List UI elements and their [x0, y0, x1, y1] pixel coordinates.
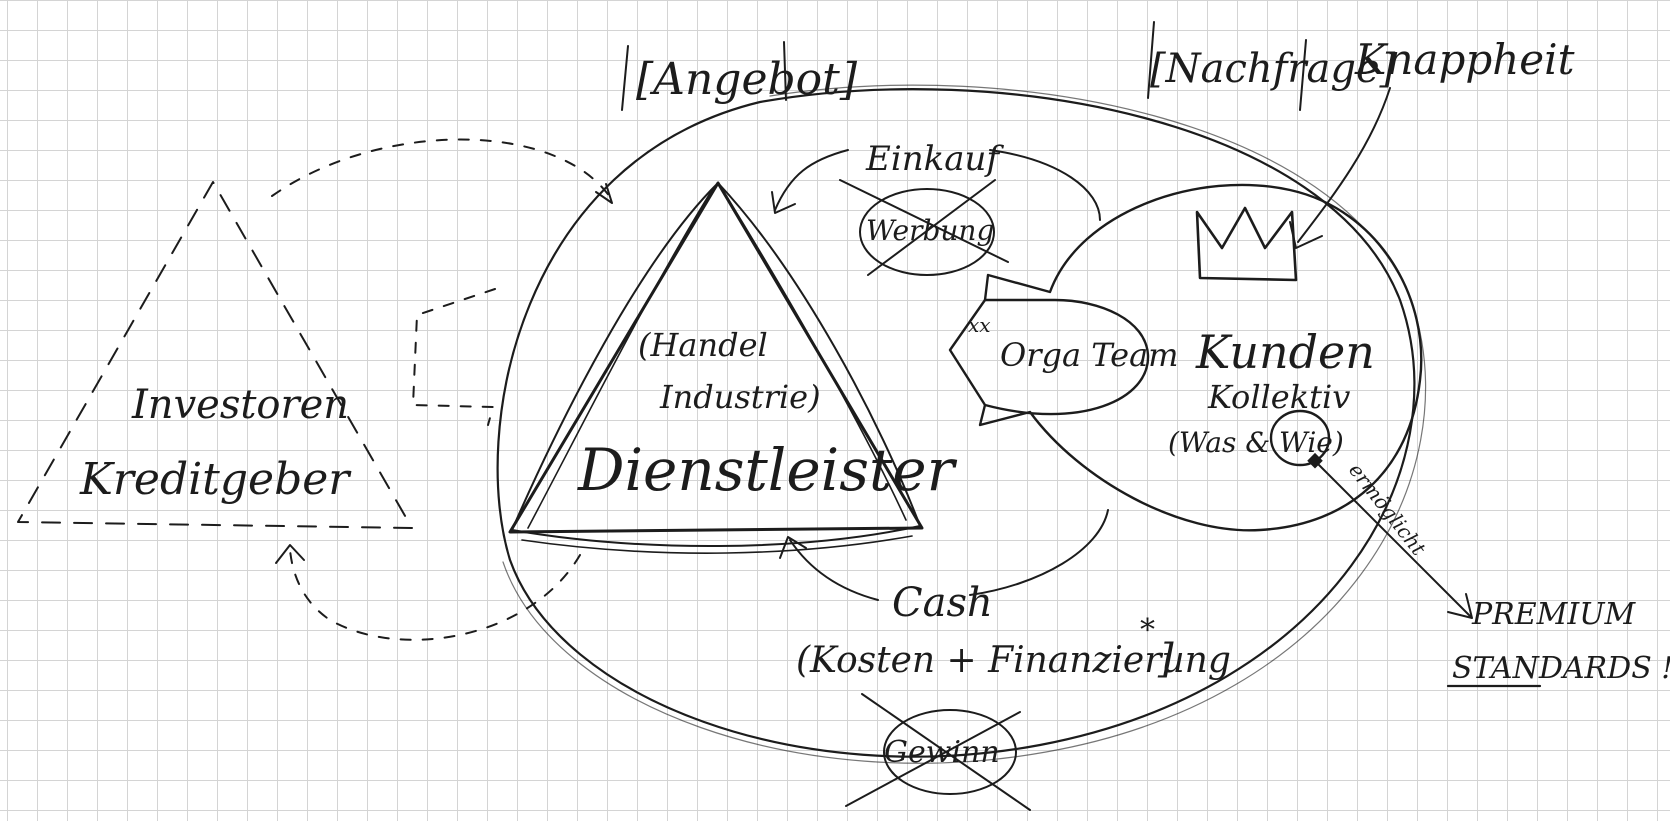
crown-icon	[1195, 206, 1298, 282]
label-kollektiv: Kollektiv	[1207, 378, 1350, 416]
bracket-strokes	[621, 21, 1307, 111]
premium-arrow	[1269, 409, 1542, 688]
label-dienstleister: Dienstleister	[577, 436, 958, 504]
label-investoren: Investoren	[131, 382, 349, 428]
label-industrie: Industrie)	[659, 378, 821, 416]
label-orga-team: Orga Team	[1000, 336, 1178, 374]
label-nachfrage: [Nachfrage]	[1150, 46, 1396, 92]
label-premium: PREMIUM	[1471, 597, 1637, 632]
einkauf-flow-arrow	[771, 149, 1101, 221]
label-knappheit: Knappheit	[1354, 35, 1575, 84]
investor-flow-dashed	[271, 138, 613, 641]
gewinn-crossed	[845, 693, 1031, 811]
market-ellipse	[496, 84, 1427, 764]
label-cash: Cash	[892, 580, 993, 626]
label-gewinn: Gewinn	[884, 735, 1000, 770]
label-kosten: (Kosten + Finanzierung	[796, 640, 1231, 681]
label-kosten-close: ]	[1157, 636, 1174, 682]
label-angebot: [Angebot]	[636, 54, 858, 105]
kunden-blob	[948, 183, 1423, 532]
investor-triangle	[17, 181, 413, 529]
label-handel: (Handel	[638, 326, 768, 364]
label-ermoeglicht: ermöglicht	[1344, 458, 1431, 560]
werbung-crossed	[839, 179, 1009, 276]
label-kreditgeber: Kreditgeber	[79, 454, 352, 505]
label-einkauf: Einkauf	[865, 139, 1004, 179]
dienstleister-triangle	[508, 181, 924, 554]
label-asterisk: *	[1140, 613, 1155, 648]
label-standards: STANDARDS !!!	[1452, 651, 1670, 686]
label-xx: xx	[968, 313, 991, 337]
knappheit-arrow	[1289, 87, 1391, 249]
label-werbung: Werbung	[866, 214, 994, 247]
label-was-wie: (Was & Wie)	[1168, 426, 1344, 459]
cash-flow-arrows	[779, 509, 1109, 601]
label-kunden: Kunden	[1195, 325, 1375, 379]
